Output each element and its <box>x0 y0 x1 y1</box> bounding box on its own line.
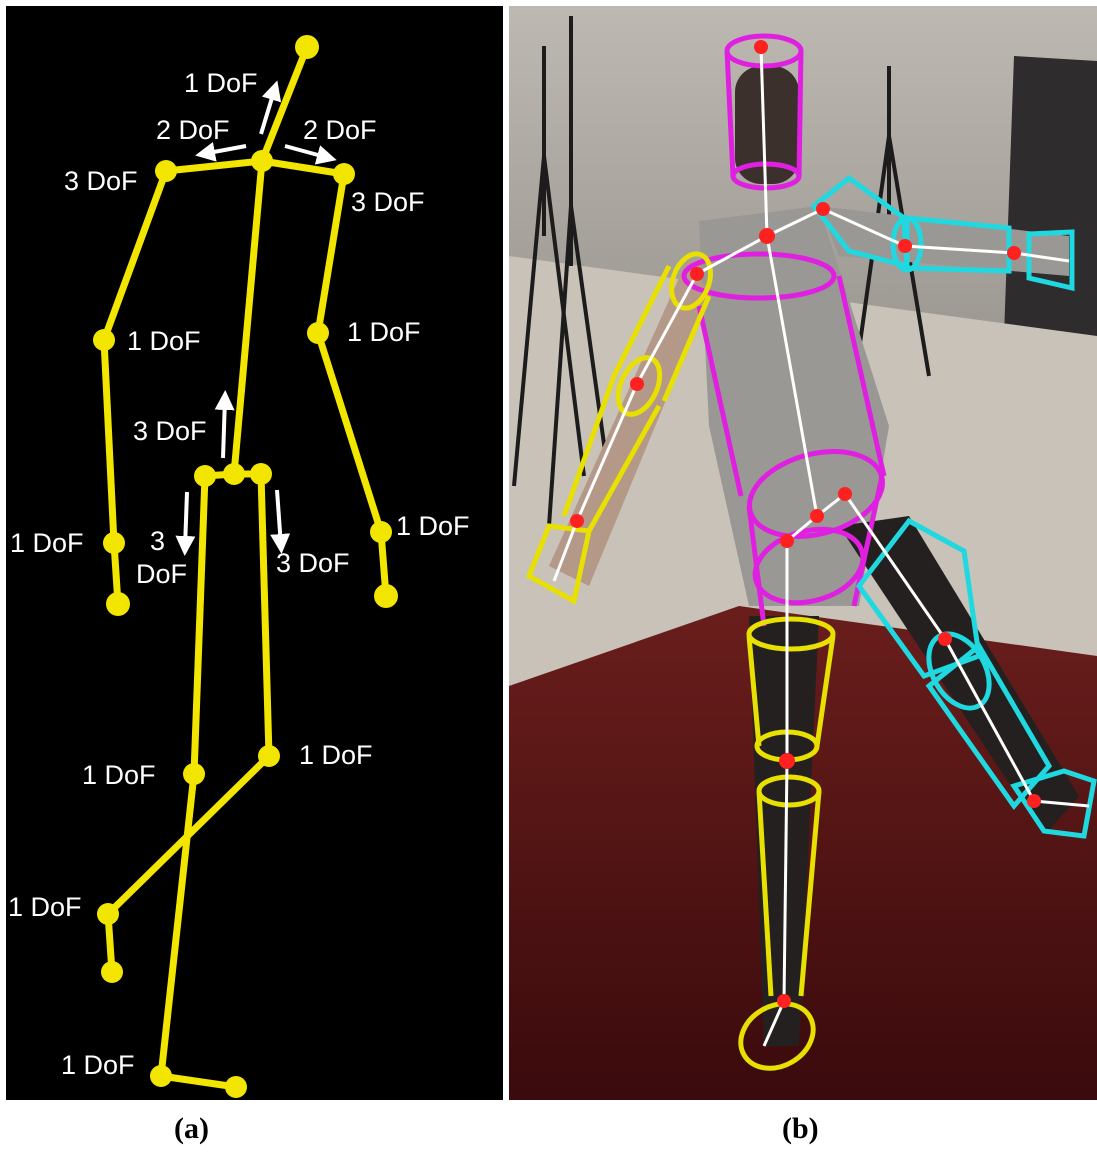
shoulder-bone-left <box>166 161 262 171</box>
caption-a: (a) <box>174 1112 209 1146</box>
hand-end-left <box>106 592 130 616</box>
caption-b: (b) <box>782 1112 819 1146</box>
elbow-joint-right <box>307 322 329 344</box>
forearm-left <box>104 340 114 543</box>
wrist-joint-right <box>370 521 392 543</box>
label-ankle-lower: 1 DoF <box>61 1050 135 1080</box>
joint-hip-left <box>780 534 794 548</box>
joint-pelvis <box>810 509 824 523</box>
shoulder-bone-right <box>262 161 344 174</box>
joint-wrist-right <box>1007 246 1021 260</box>
foot-end-left <box>225 1076 247 1098</box>
joint-hip-right <box>838 487 852 501</box>
thigh-right <box>261 474 269 756</box>
hip-joint-right <box>250 463 272 485</box>
label-wrist-right: 1 DoF <box>396 511 470 541</box>
thigh-left <box>194 476 205 774</box>
label-spine: 3 DoF <box>133 416 207 446</box>
skeleton-dof-panel: 1 DoF 2 DoF 2 DoF 3 DoF 3 DoF 1 DoF 1 Do… <box>6 6 503 1100</box>
label-elbow-right: 1 DoF <box>347 317 421 347</box>
foot-left <box>161 1076 236 1087</box>
joint-shoulder-right <box>816 202 830 216</box>
joint-ankle-left <box>777 994 791 1008</box>
label-shoulder-in-right: 2 DoF <box>303 115 377 145</box>
label-elbow-left: 1 DoF <box>127 326 201 356</box>
hip-joint-left <box>194 465 216 487</box>
label-hip-right: 3 DoF <box>276 548 350 578</box>
photo-background <box>509 6 1097 1100</box>
knee-joint-right <box>258 745 280 767</box>
joint-elbow-left <box>630 377 644 391</box>
label-shoulder-left: 3 DoF <box>64 166 138 196</box>
label-neck: 1 DoF <box>184 68 258 98</box>
dof-labels: 1 DoF 2 DoF 2 DoF 3 DoF 3 DoF 1 DoF 1 Do… <box>8 68 470 1080</box>
label-ankle-upper: 1 DoF <box>8 892 82 922</box>
shoulder-joint-right <box>333 163 355 185</box>
joint-elbow-right <box>898 239 912 253</box>
hip-dof-arrow-right <box>277 490 281 546</box>
elbow-joint-left <box>93 329 115 351</box>
wrist-joint-left <box>103 532 125 554</box>
joint-wrist-left <box>570 514 584 528</box>
ankle-joint-left <box>150 1065 172 1087</box>
spine-dof-arrow <box>223 398 225 458</box>
forearm-right <box>318 333 381 532</box>
label-hip-left-number: 3 <box>150 526 165 556</box>
label-wrist-left: 1 DoF <box>10 528 84 558</box>
spine-bone <box>234 161 262 474</box>
shoulder-joint-left <box>155 160 177 182</box>
hand-end-right <box>374 584 398 608</box>
joint-ankle-right <box>1027 794 1041 808</box>
body-model-photo-panel <box>509 6 1097 1100</box>
pelvis-joint <box>223 463 245 485</box>
joint-neck <box>759 228 775 244</box>
upper-arm-right <box>318 174 344 333</box>
label-hip-left-unit: DoF <box>136 559 187 589</box>
upper-arm-left <box>104 171 166 340</box>
joint-shoulder-left <box>690 267 704 281</box>
shoulder-dof-arrow-right <box>285 146 329 158</box>
neck-joint <box>251 150 273 172</box>
hip-dof-arrow-left <box>185 492 187 548</box>
shin-left <box>161 774 194 1076</box>
ankle-joint-right <box>97 903 119 925</box>
shoulder-dof-arrow-left <box>203 146 246 154</box>
head-joint <box>295 35 319 59</box>
joint-knee-right <box>938 632 952 646</box>
joint-knee-left <box>779 753 795 769</box>
skeleton-diagram: 1 DoF 2 DoF 2 DoF 3 DoF 3 DoF 1 DoF 1 Do… <box>6 6 503 1100</box>
label-shoulder-in-left: 2 DoF <box>156 115 230 145</box>
joint-head <box>754 40 768 54</box>
label-shoulder-right: 3 DoF <box>351 187 425 217</box>
knee-joint-left <box>183 763 205 785</box>
label-knee-right: 1 DoF <box>299 740 373 770</box>
body-model-overlay <box>509 6 1097 1100</box>
foot-end-right <box>101 961 123 983</box>
label-knee-left: 1 DoF <box>82 760 156 790</box>
head-cylinder-right <box>799 51 801 176</box>
